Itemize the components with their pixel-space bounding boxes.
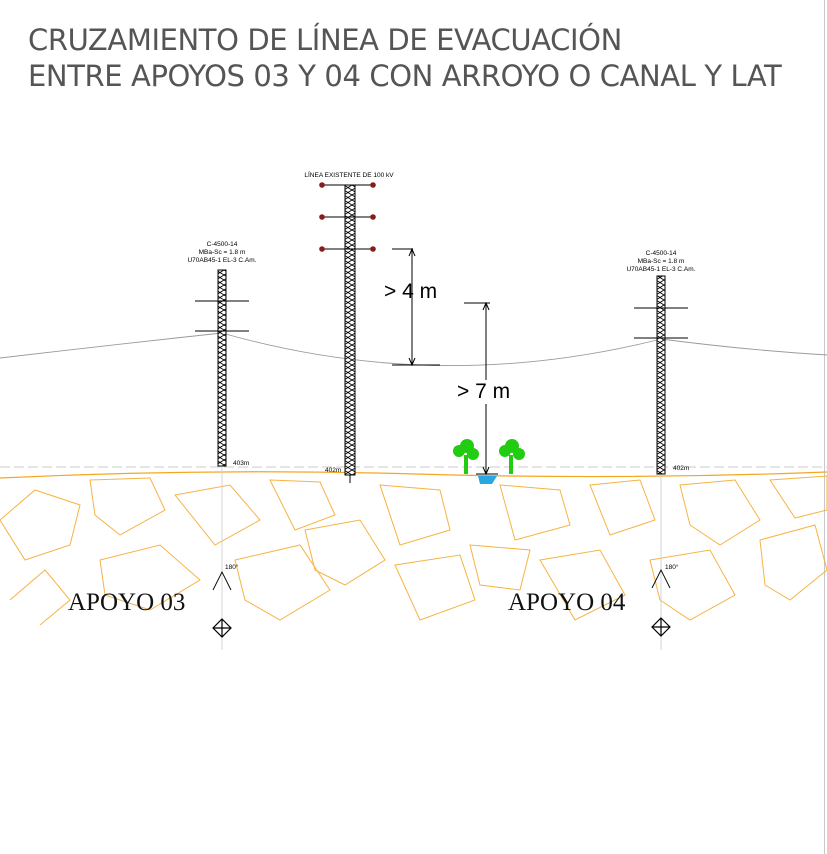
existing-tower-elevation: 402m (325, 467, 341, 474)
page-edge-rule (824, 0, 825, 854)
apoyo-03-center-icon (212, 618, 232, 638)
clearance-to-ground-label: > 7 m (457, 380, 510, 403)
apoyo-04-elevation: 402m (673, 465, 689, 472)
clearance-7m-label-bg (455, 380, 517, 404)
apoyo-04-center-icon (651, 617, 671, 637)
apoyo-03-spec-2: MBa-Sc = 1.8 m (199, 249, 246, 256)
apoyo-04-angle-marker (651, 568, 671, 589)
apoyo-04-spec-3: U70AB45-1 EL-3 C.Am. (626, 266, 695, 273)
apoyo-04-tower (634, 275, 688, 475)
watercourse-symbol (478, 476, 497, 484)
apoyo-04-angle: 180° (665, 563, 679, 571)
apoyo-03-angle-marker (212, 570, 232, 591)
existing-line-tower (319, 182, 376, 483)
terrain-hatch (0, 475, 827, 626)
tree-left-icon (453, 439, 479, 474)
apoyo-03-angle: 180° (225, 563, 239, 571)
apoyo-03-spec-1: C-4500-14 (207, 241, 238, 248)
title-line-2: ENTRE APOYOS 03 Y 04 CON ARROYO O CANAL … (28, 59, 782, 93)
tree-right-icon (499, 439, 525, 474)
apoyo-03-elevation: 403m (233, 460, 249, 467)
apoyo-03-spec-3: U70AB45-1 EL-3 C.Am. (187, 257, 256, 264)
apoyo-04-spec-1: C-4500-14 (646, 250, 677, 257)
clearance-4m-dimension (392, 247, 440, 367)
apoyo-04-spec-2: MBa-Sc = 1.8 m (638, 258, 685, 265)
title-line-1: CRUZAMIENTO DE LÍNEA DE EVACUACIÓN (28, 23, 622, 57)
clearance-to-existing-line-label: > 4 m (384, 280, 437, 303)
apoyo-03-tower (195, 269, 249, 467)
ground-profile-line (0, 471, 827, 479)
existing-line-label: LÍNEA EXISTENTE DE 100 kV (304, 170, 394, 179)
apoyo-04-name: APOYO 04 (508, 589, 626, 616)
drawing-title: CRUZAMIENTO DE LÍNEA DE EVACUACIÓN ENTRE… (28, 22, 782, 94)
apoyo-03-name: APOYO 03 (68, 589, 185, 616)
